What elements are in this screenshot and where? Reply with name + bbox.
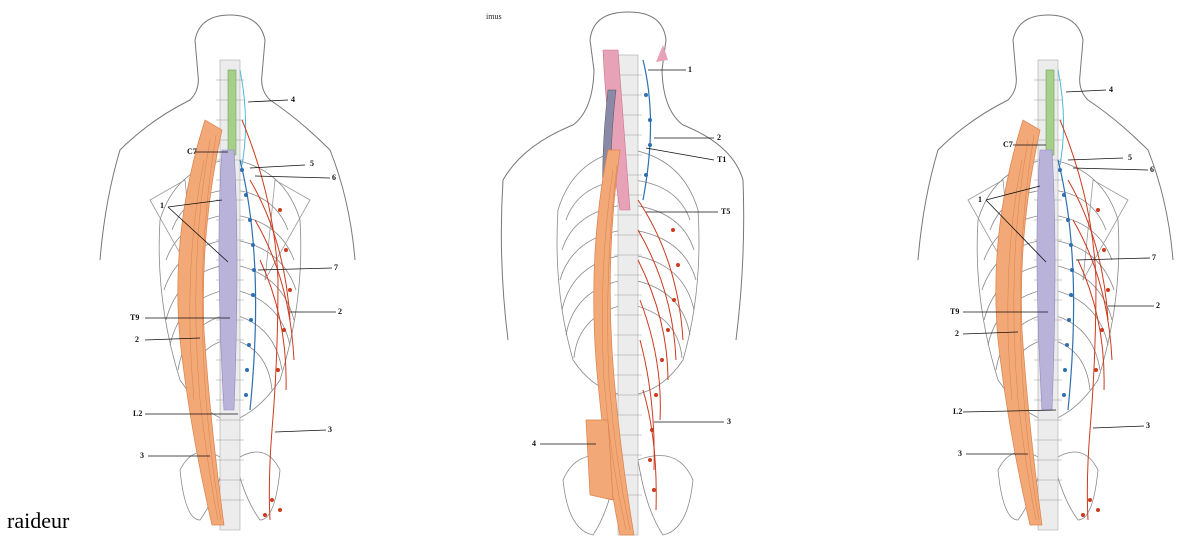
label-2-right: 2 bbox=[1156, 302, 1160, 310]
label-3-right: 3 bbox=[1146, 422, 1150, 430]
back-anatomy-drawing-3 bbox=[918, 0, 1178, 548]
caption-text: raideur bbox=[7, 508, 69, 534]
label-t9: T9 bbox=[130, 314, 139, 322]
back-anatomy-figure-2: imus bbox=[478, 0, 748, 548]
label-t9: T9 bbox=[950, 308, 959, 316]
back-anatomy-figure-1: 4 C7 5 6 1 7 T9 2 2 L2 3 3 bbox=[100, 0, 360, 548]
label-t1: T1 bbox=[717, 156, 726, 164]
label-3-right: 3 bbox=[328, 426, 332, 434]
label-2: 2 bbox=[717, 134, 721, 142]
label-3: 3 bbox=[727, 418, 731, 426]
label-1: 1 bbox=[978, 196, 982, 204]
label-l2: L2 bbox=[953, 408, 962, 416]
label-4: 4 bbox=[1109, 86, 1113, 94]
label-7: 7 bbox=[1152, 254, 1156, 262]
label-c7: C7 bbox=[187, 148, 197, 156]
label-t5: T5 bbox=[721, 208, 730, 216]
label-1: 1 bbox=[688, 66, 692, 74]
label-l2: L2 bbox=[133, 410, 142, 418]
back-anatomy-drawing-1 bbox=[100, 0, 360, 548]
label-5: 5 bbox=[1128, 154, 1132, 162]
label-c7: C7 bbox=[1003, 141, 1013, 149]
back-anatomy-drawing-2 bbox=[478, 0, 748, 548]
label-3-left: 3 bbox=[140, 452, 144, 460]
label-2-left: 2 bbox=[955, 330, 959, 338]
label-3-left: 3 bbox=[958, 450, 962, 458]
label-4: 4 bbox=[532, 440, 536, 448]
label-5: 5 bbox=[310, 160, 314, 168]
label-2-left: 2 bbox=[135, 336, 139, 344]
back-anatomy-figure-3: 4 C7 5 6 1 7 T9 2 2 L2 3 3 bbox=[918, 0, 1178, 548]
label-6: 6 bbox=[332, 174, 336, 182]
label-1: 1 bbox=[160, 202, 164, 210]
label-2-right: 2 bbox=[338, 308, 342, 316]
label-7: 7 bbox=[334, 264, 338, 272]
label-6: 6 bbox=[1150, 166, 1154, 174]
label-4: 4 bbox=[291, 96, 295, 104]
